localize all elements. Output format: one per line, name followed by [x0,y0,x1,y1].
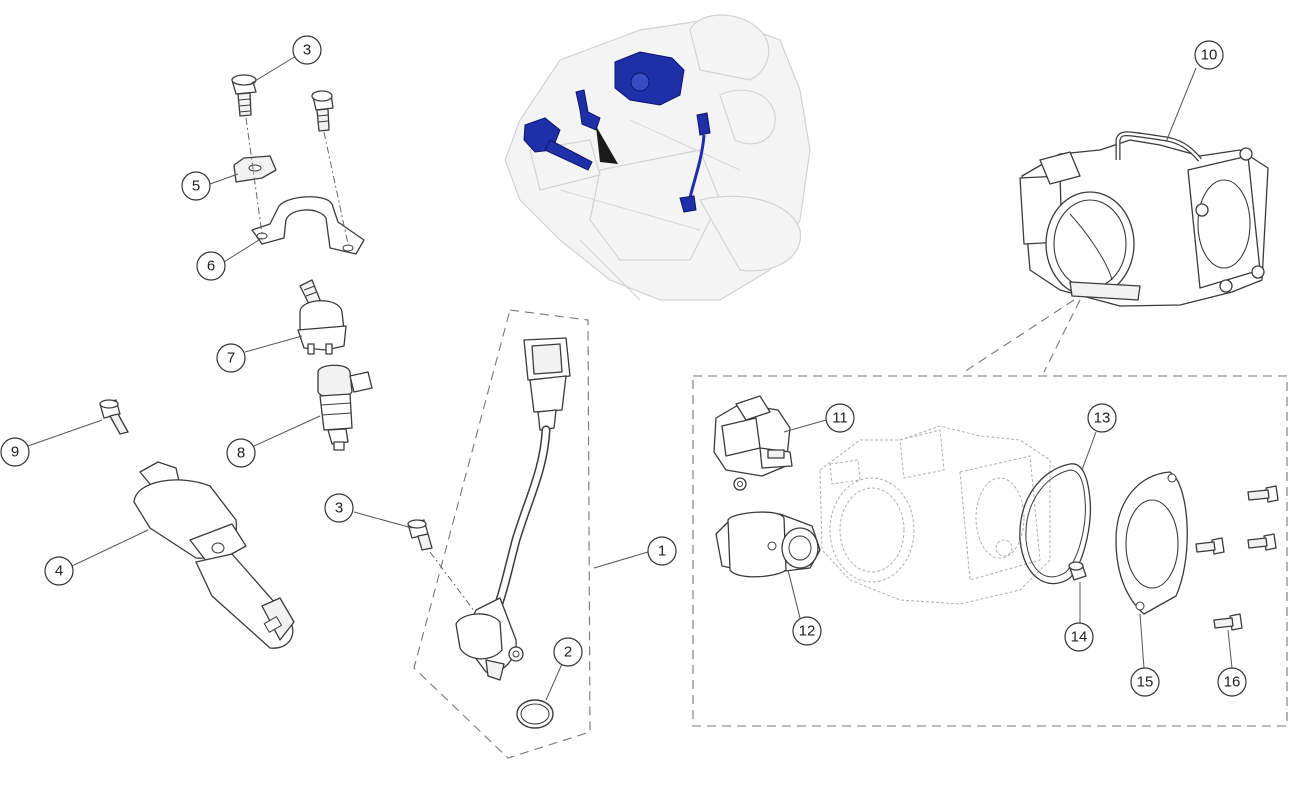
callout-3a: 3 [292,35,322,65]
throttle-body-ghost [819,425,1051,605]
callout-10-label: 10 [1201,47,1218,64]
callout-15-label: 15 [1137,674,1154,691]
callout-13: 13 [1087,403,1117,433]
bolt-part-3a-second [311,90,334,132]
gasket-part-13 [1019,463,1092,585]
crank-sensor-part-1 [455,337,571,681]
bolt-part-3a [231,74,257,117]
callout-5: 5 [181,171,211,201]
callout-2-label: 2 [564,644,572,661]
gasket-part-15 [1115,471,1188,615]
engine-overview [504,14,811,301]
injector-part-8 [317,364,373,451]
bolt-part-9 [99,399,129,435]
throttle-body-detail-frame [692,375,1288,727]
callout-12: 12 [792,616,822,646]
callout-1-label: 1 [658,543,666,560]
callout-16: 16 [1217,667,1247,697]
bolt-part-3b [407,519,433,551]
callout-14-label: 14 [1071,629,1088,646]
ignition-coil-part-4 [133,461,295,649]
sensor-part-7 [297,279,347,355]
bracket-part-6 [251,196,365,255]
callout-14: 14 [1064,622,1094,652]
crank-sensor-group-frame [413,309,591,759]
callout-8: 8 [226,438,256,468]
callout-13-label: 13 [1094,410,1111,427]
callout-3b-label: 3 [335,500,343,517]
callout-15: 15 [1130,667,1160,697]
callout-6-label: 6 [207,258,215,275]
highlight-injector [575,89,618,164]
callout-16-label: 16 [1224,674,1241,691]
o-ring-part-2 [516,699,554,729]
callout-9-label: 9 [11,444,19,461]
callout-5-label: 5 [192,178,200,195]
callout-11-label: 11 [832,410,848,427]
callout-2: 2 [553,637,583,667]
callout-6: 6 [196,251,226,281]
callout-11: 11 [825,403,855,433]
throttle-body-part-10 [1019,131,1269,307]
callout-3b: 3 [324,493,354,523]
callout-4: 4 [44,556,74,586]
callout-8-label: 8 [237,445,245,462]
iac-valve-part-12 [715,511,821,578]
leader-lines [27,55,1233,701]
bolts-part-16 [1195,485,1279,631]
callout-3a-label: 3 [303,42,311,59]
callout-7-label: 7 [227,350,235,367]
callout-10: 10 [1194,40,1224,70]
nut-plate-part-5 [233,155,277,183]
callout-7: 7 [216,343,246,373]
highlight-ignition-coil [523,117,593,171]
highlight-throttle-body [614,51,685,106]
plug-part-14 [1068,561,1087,581]
callout-4-label: 4 [55,563,63,580]
highlight-crank-sensor [679,112,711,213]
callout-1: 1 [647,536,677,566]
callout-9: 9 [0,437,30,467]
tps-sensor-part-11 [713,395,793,491]
callout-12-label: 12 [799,623,816,640]
